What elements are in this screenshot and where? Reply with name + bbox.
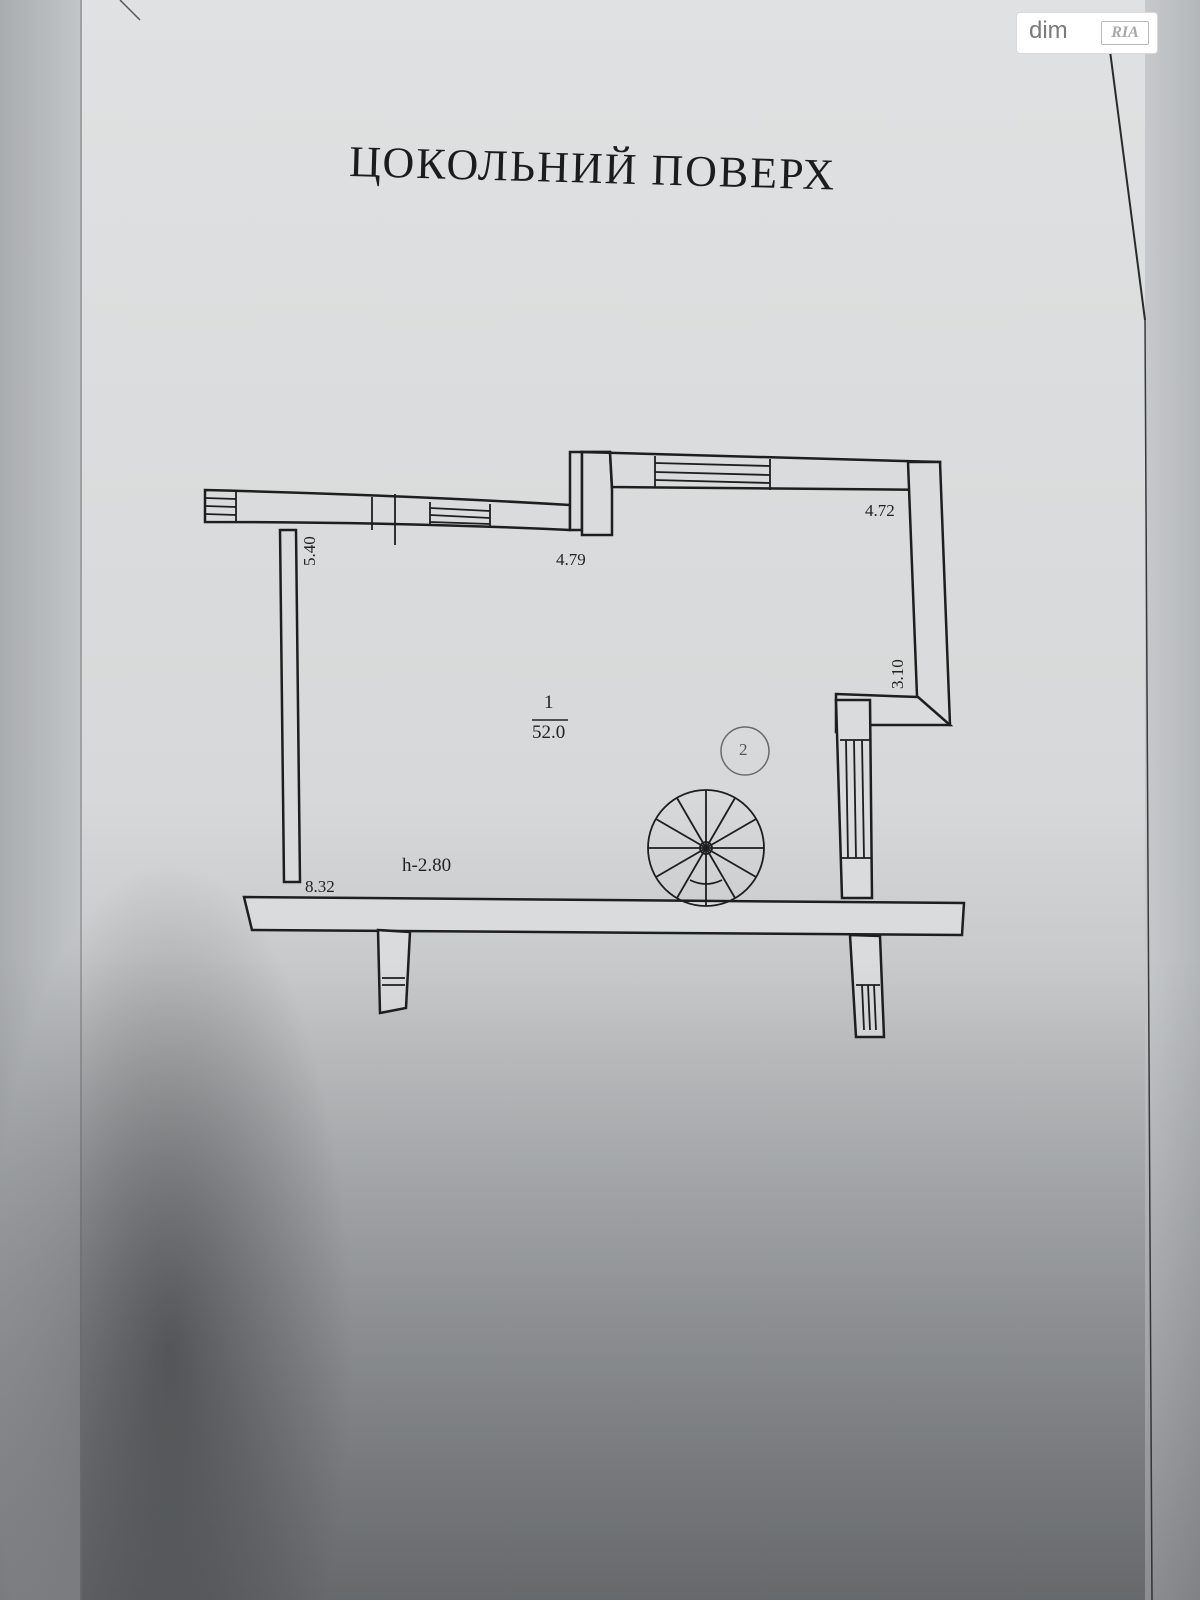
bottom-right-stub <box>848 933 886 1039</box>
room-area: 52.0 <box>532 722 566 743</box>
watermark-brand: dim <box>1029 17 1068 44</box>
room-number: 1 <box>544 692 554 713</box>
top-right-wall <box>579 450 942 492</box>
watermark-badge: dim RIA <box>1016 12 1158 54</box>
spiral-staircase <box>647 789 765 907</box>
bottom-wall <box>242 895 966 937</box>
ceiling-height: h-2.80 <box>402 855 452 876</box>
watermark-ria-logo: RIA <box>1101 21 1149 45</box>
top-left-wall <box>203 488 572 532</box>
stair-marker-number: 2 <box>739 740 748 759</box>
dimension-bottom: 8.32 <box>305 877 335 896</box>
dimension-top-left: 4.79 <box>556 550 586 569</box>
step-wall-vertical <box>568 450 584 532</box>
left-wall <box>278 528 302 884</box>
bottom-left-stub <box>376 928 412 1015</box>
right-wall-lower <box>834 698 874 900</box>
dimension-top-right: 4.72 <box>865 501 895 520</box>
right-wall-upper <box>906 460 952 727</box>
dimension-right-wall: 3.10 <box>888 659 907 689</box>
step-wall-inner <box>580 450 614 537</box>
dimension-left-wall: 5.40 <box>300 536 319 566</box>
